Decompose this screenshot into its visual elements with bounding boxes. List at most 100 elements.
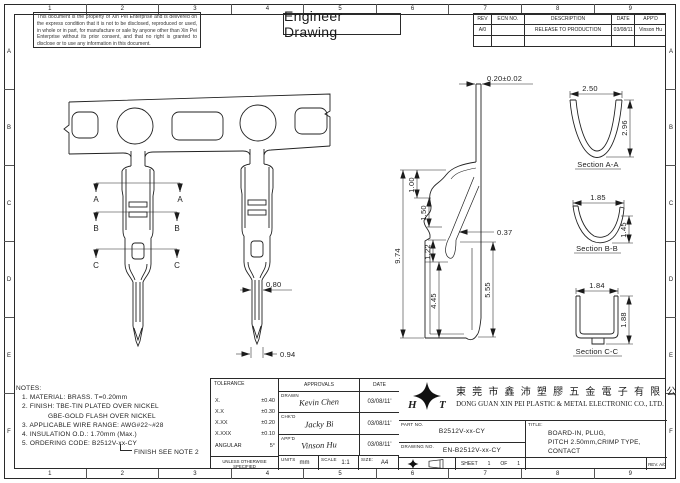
- dim-thickness: 0.20±0.02: [487, 74, 522, 83]
- grid-row-label: B: [666, 90, 676, 166]
- section-b-view: [572, 205, 625, 244]
- revision-rev: A/0: [474, 25, 492, 35]
- cut-marker-a1: A: [93, 195, 99, 204]
- cut-marker-b1: B: [93, 224, 98, 233]
- grid-row-label: A: [666, 14, 676, 90]
- grid-band-right: A B C D E F: [666, 14, 676, 469]
- terminal-front-view-left: [121, 150, 155, 347]
- tolerance-row: X.XX ±0.20: [215, 420, 275, 426]
- approval-row-chkd: CHK'D Jacky Bi: [279, 413, 359, 435]
- title-block: TOLERANCE X. ±0.40 X.X ±0.30 X.XX ±0.20 …: [210, 378, 680, 470]
- grid-col-label: 7: [449, 4, 522, 14]
- revision-approved: Vinson Hu: [639, 27, 663, 33]
- company-header: H T 東 莞 市 鑫 沛 塑 膠 五 金 電 子 有 限 公 司 DONG G…: [399, 379, 680, 421]
- company-name-cn: 東 莞 市 鑫 沛 塑 膠 五 金 電 子 有 限 公 司: [456, 387, 680, 398]
- dim-seg2: 1.50: [419, 205, 428, 220]
- tolerance-footer-text: UNLESS OTHERWISE SPECIFIED: [222, 458, 267, 469]
- note-item: 2. FINISH: TBE-TIN PLATED OVER NICKEL: [22, 403, 159, 411]
- dim-seg4: 4.45: [429, 293, 438, 308]
- grid-col-label: 1: [14, 4, 87, 14]
- revision-empty-row: [474, 36, 666, 46]
- tolerance-row: X.X ±0.30: [215, 409, 275, 415]
- tolerance-label: X.X: [215, 409, 224, 415]
- rev-value: REV. A/0: [648, 461, 666, 467]
- grid-col-label: 5: [304, 469, 377, 479]
- cut-marker-c1: C: [93, 261, 99, 270]
- approval-date-text: 03/08/11': [367, 420, 392, 427]
- size-cell: SIZE: A4: [359, 456, 399, 470]
- grid-col-label: 8: [522, 469, 595, 479]
- date-header: DATE: [359, 379, 399, 392]
- sheet-num: 1: [487, 461, 491, 467]
- side-view-dims: [400, 81, 533, 339]
- approval-row-drawn: DRAWN Kevin Chen: [279, 392, 359, 413]
- date-header-text: DATE: [373, 382, 386, 388]
- section-c-label: Section C-C: [576, 347, 619, 356]
- dim-lower: 5.55: [483, 282, 492, 297]
- note-item: GBE-GOLD FLASH OVER NICKEL: [48, 412, 156, 420]
- part-no-cell: PART NO. B2512V-xx-CY: [399, 421, 526, 443]
- grid-row-label: E: [4, 318, 14, 394]
- grid-row-label: A: [4, 14, 14, 90]
- note-item: 1. MATERIAL: BRASS. T=0.20mm: [22, 394, 128, 402]
- tolerance-row: ANGULAR 5°: [215, 443, 275, 449]
- revision-date: 03/08/11: [612, 25, 636, 35]
- projection-cell: [399, 458, 456, 470]
- tolerance-title: TOLERANCE: [214, 381, 245, 387]
- sheet-total: 1: [517, 461, 521, 467]
- size-label: SIZE:: [361, 457, 374, 462]
- notes-block: NOTES: 1. MATERIAL: BRASS. T=0.20mm 2. F…: [14, 384, 206, 458]
- revision-cell-empty: [525, 36, 613, 46]
- cut-marker-a2: A: [177, 195, 183, 204]
- dim-lance: 0.37: [497, 228, 512, 237]
- grid-row-label: F: [669, 428, 673, 435]
- grid-band-top: 1 2 3 4 5 6 7 8 9: [14, 4, 666, 14]
- units-cell: UNITS mm: [279, 456, 319, 470]
- approval-role: APP'D: [281, 436, 296, 441]
- page-title: Engineer Drawing: [283, 8, 401, 40]
- grid-col-label: 8: [522, 4, 595, 14]
- grid-col-label: 4: [232, 469, 305, 479]
- revision-header: DESCRIPTION: [525, 14, 613, 24]
- grid-row-label: D: [4, 242, 14, 318]
- revision-header: ECN NO.: [492, 14, 525, 24]
- logo-letter-t: T: [439, 399, 446, 411]
- carrier-strip: [63, 93, 331, 158]
- tolerance-value: ±0.20: [261, 420, 275, 426]
- tolerance-value: 5°: [269, 443, 275, 449]
- inner-border: [14, 14, 666, 469]
- grid-col-label: 6: [377, 4, 450, 14]
- title-cell: TITLE: BOARD-IN, PLUG, PITCH 2.50mm,CRIM…: [526, 421, 667, 458]
- approvals-header-text: APPROVALS: [304, 382, 334, 388]
- dim-section-c-height: 1.88: [619, 312, 628, 327]
- note-leader-line: [120, 444, 132, 452]
- units-label: UNITS: [281, 457, 296, 462]
- tolerance-label: X.: [215, 398, 221, 404]
- units-value: mm: [299, 460, 310, 466]
- approval-date-appd: 03/08/11': [359, 435, 399, 456]
- grid-col-label: 6: [377, 469, 450, 479]
- tolerance-box: TOLERANCE X. ±0.40 X.X ±0.30 X.XX ±0.20 …: [211, 379, 279, 456]
- grid-col-label: 5: [304, 4, 377, 14]
- title-line: CONTACT: [548, 448, 581, 455]
- section-c-view: [575, 295, 619, 345]
- pin-dims: [236, 287, 292, 358]
- drawing-no-value: EN-B2512V-xx-CY: [442, 446, 502, 454]
- drawing-no-label: DRAWING NO.: [401, 444, 435, 449]
- revision-description: RELEASE TO PRODUCTION: [525, 25, 613, 35]
- scale-cell: SCALE 1:1: [319, 456, 359, 470]
- approval-date-drawn: 03/08/11': [359, 392, 399, 413]
- dim-section-b-height: 1.45: [619, 222, 628, 237]
- tolerance-row: X. ±0.40: [215, 398, 275, 404]
- approval-signature: Jacky Bi: [304, 417, 334, 430]
- dim-section-a-height: 2.96: [620, 120, 629, 135]
- dim-section-c-width: 1.84: [589, 281, 604, 290]
- grid-col-label: 1: [14, 469, 87, 479]
- dim-overall: 9.74: [393, 248, 402, 263]
- section-cut-lines: [93, 182, 180, 258]
- size-value: A4: [380, 460, 389, 466]
- revision-row: A/0 RELEASE TO PRODUCTION 03/08/11 Vinso…: [474, 25, 666, 36]
- revision-header: APP'D: [643, 16, 658, 22]
- tolerance-value: ±0.30: [261, 409, 275, 415]
- tolerance-value: ±0.10: [261, 431, 275, 437]
